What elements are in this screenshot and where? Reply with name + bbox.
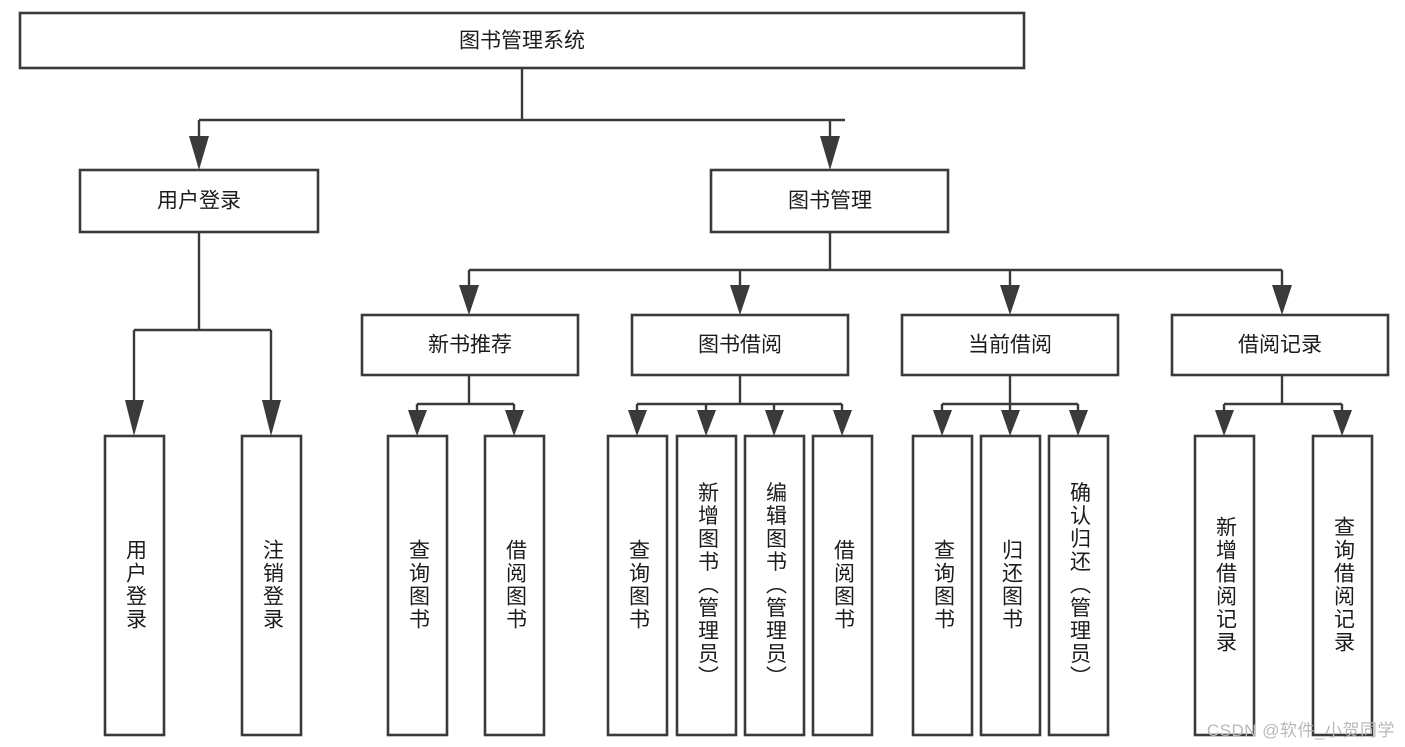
leaf-borrowrecord-add-box[interactable] (1193, 434, 1256, 737)
arrow-head-leaf-currentborrow-1 (933, 410, 952, 436)
node-book-manage-label: 图书管理 (788, 190, 872, 213)
arrow-head-leaf-newbook-1 (408, 410, 427, 436)
leaf-node[interactable]: 确认归还（管理员） (1047, 434, 1110, 737)
node-new-book-recommend-label: 新书推荐 (428, 334, 512, 357)
leaf-newbook-borrow-box[interactable] (483, 434, 546, 737)
node-current-borrow-label: 当前借阅 (968, 334, 1052, 357)
leaf-bookborrow-borrow-label: 借阅图书 (831, 539, 855, 631)
leaf-user-login-login-box[interactable] (103, 434, 166, 737)
arrow-head-leaf-borrowrecord-2 (1333, 410, 1352, 436)
arrow-head-new-book-recommend (459, 285, 479, 315)
node-book-borrow-label: 图书借阅 (698, 334, 782, 357)
leaf-bookborrow-add-label: 新增图书（管理员） (695, 482, 719, 689)
arrow-head-leaf-bookborrow-4 (833, 410, 852, 436)
node-book-borrow[interactable]: 图书借阅 (630, 313, 850, 377)
connector-layer (125, 68, 1352, 436)
node-root-system-box[interactable] (18, 11, 1026, 70)
node-user-login[interactable]: 用户登录 (78, 168, 320, 234)
node-root-system-label: 图书管理系统 (459, 30, 585, 53)
leaf-newbook-borrow-label: 借阅图书 (503, 539, 527, 631)
node-root-system[interactable]: 图书管理系统 (18, 11, 1026, 70)
leaf-node[interactable]: 新增借阅记录 (1193, 434, 1256, 737)
arrow-head-current-borrow (1000, 285, 1020, 315)
arrow-head-leaf-user-login-1 (125, 400, 144, 436)
leaf-node[interactable]: 查询借阅记录 (1311, 434, 1374, 737)
node-book-manage-box[interactable] (709, 168, 950, 234)
leaf-currentborrow-return-label: 归还图书 (999, 539, 1023, 631)
arrow-head-leaf-bookborrow-2 (697, 410, 716, 436)
leaf-bookborrow-query-box[interactable] (606, 434, 669, 737)
node-borrow-record-label: 借阅记录 (1238, 334, 1322, 357)
arrow-head-leaf-bookborrow-3 (765, 410, 784, 436)
leaf-node[interactable]: 用户登录 (103, 434, 166, 737)
arrow-head-leaf-borrowrecord-1 (1215, 410, 1234, 436)
leaf-currentborrow-query-box[interactable] (911, 434, 974, 737)
leaf-user-login-logout-label: 注销登录 (260, 539, 284, 631)
leaf-node[interactable]: 编辑图书（管理员） (743, 434, 806, 737)
arrow-head-leaf-currentborrow-2 (1001, 410, 1020, 436)
leaf-node[interactable]: 借阅图书 (811, 434, 874, 737)
leaf-node[interactable]: 查询图书 (606, 434, 669, 737)
leaf-node[interactable]: 归还图书 (979, 434, 1042, 737)
arrow-head-leaf-currentborrow-3 (1069, 410, 1088, 436)
arrow-head-user-login (189, 136, 209, 170)
node-user-login-box[interactable] (78, 168, 320, 234)
leaf-bookborrow-add-box[interactable] (675, 434, 738, 737)
node-book-borrow-box[interactable] (630, 313, 850, 377)
leaf-currentborrow-confirm-box[interactable] (1047, 434, 1110, 737)
node-borrow-record[interactable]: 借阅记录 (1170, 313, 1390, 377)
leaf-bookborrow-query-label: 查询图书 (626, 539, 650, 631)
leaf-newbook-query-box[interactable] (386, 434, 449, 737)
arrow-head-leaf-newbook-2 (505, 410, 524, 436)
node-current-borrow[interactable]: 当前借阅 (900, 313, 1120, 377)
leaf-borrowrecord-add-label: 新增借阅记录 (1213, 516, 1237, 654)
leaf-node[interactable]: 查询图书 (386, 434, 449, 737)
leaf-bookborrow-edit-label: 编辑图书（管理员） (763, 482, 787, 689)
node-borrow-record-box[interactable] (1170, 313, 1390, 377)
arrow-head-leaf-bookborrow-1 (628, 410, 647, 436)
arrow-head-book-borrow (730, 285, 750, 315)
node-new-book-recommend-box[interactable] (360, 313, 580, 377)
node-new-book-recommend[interactable]: 新书推荐 (360, 313, 580, 377)
leaf-borrowrecord-query-label: 查询借阅记录 (1331, 516, 1355, 654)
leaf-node[interactable]: 注销登录 (240, 434, 303, 737)
leaf-bookborrow-borrow-box[interactable] (811, 434, 874, 737)
leaf-currentborrow-return-box[interactable] (979, 434, 1042, 737)
arrow-head-borrow-record (1272, 285, 1292, 315)
arrow-head-book-manage (820, 136, 840, 170)
leaf-newbook-query-label: 查询图书 (406, 539, 430, 631)
leaf-borrowrecord-query-box[interactable] (1311, 434, 1374, 737)
leaf-node[interactable]: 新增图书（管理员） (675, 434, 738, 737)
leaf-currentborrow-query-label: 查询图书 (931, 539, 955, 631)
leaf-bookborrow-edit-box[interactable] (743, 434, 806, 737)
node-book-manage[interactable]: 图书管理 (709, 168, 950, 234)
leaf-currentborrow-confirm-label: 确认归还（管理员） (1067, 482, 1091, 689)
leaf-user-login-logout-box[interactable] (240, 434, 303, 737)
node-current-borrow-box[interactable] (900, 313, 1120, 377)
leaf-user-login-login-label: 用户登录 (123, 539, 147, 631)
arrow-head-leaf-user-login-2 (262, 400, 281, 436)
node-user-login-label: 用户登录 (157, 190, 241, 213)
leaf-node[interactable]: 借阅图书 (483, 434, 546, 737)
leaf-node[interactable]: 查询图书 (911, 434, 974, 737)
